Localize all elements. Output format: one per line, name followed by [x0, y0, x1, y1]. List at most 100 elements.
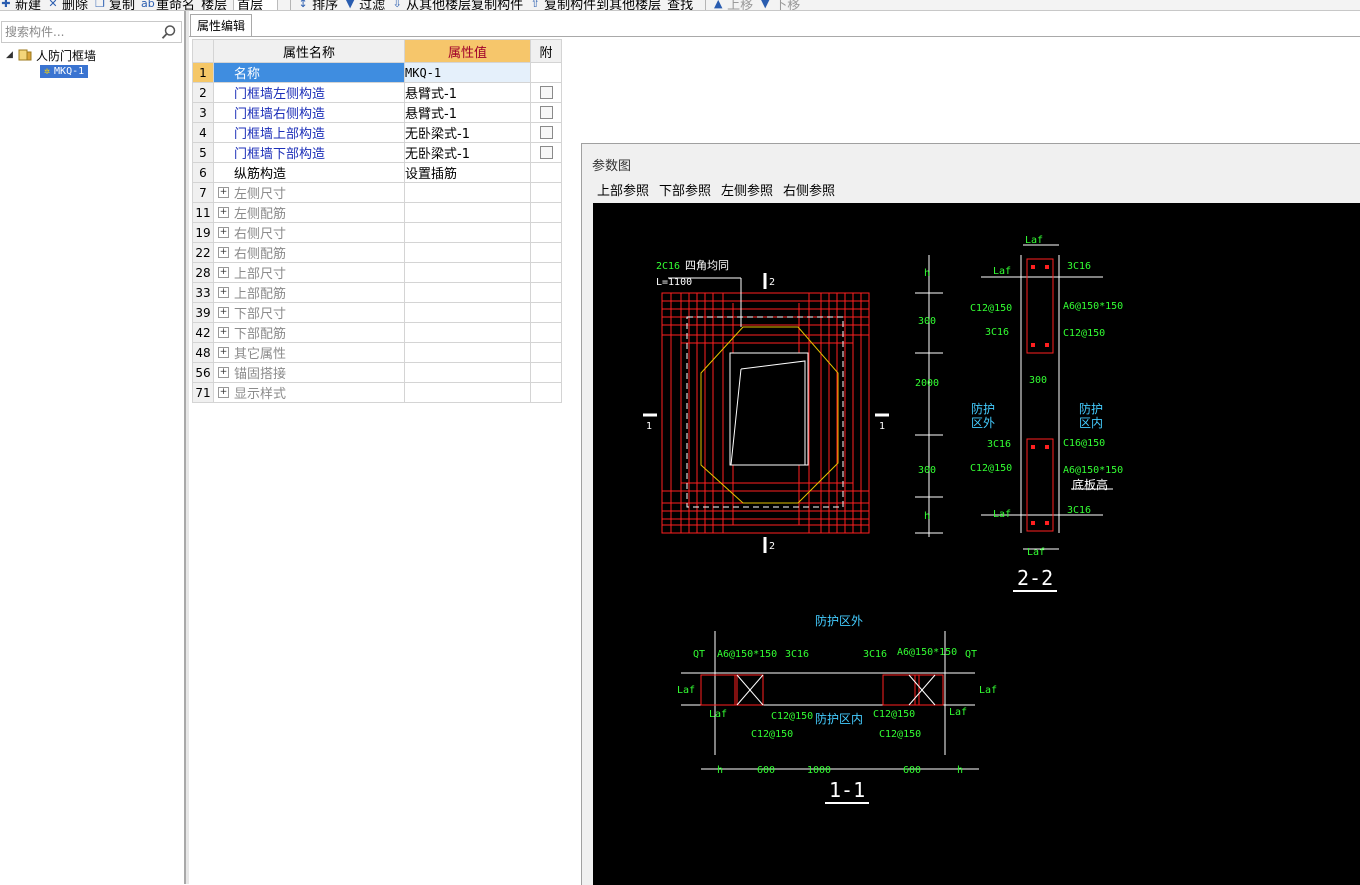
- table-row[interactable]: 56+锚固搭接: [192, 362, 562, 383]
- property-value-cell[interactable]: [404, 182, 531, 203]
- row-number[interactable]: 71: [192, 382, 214, 403]
- row-number[interactable]: 5: [192, 142, 214, 163]
- property-name-cell[interactable]: 门框墙上部构造: [213, 122, 405, 143]
- property-name-cell[interactable]: +下部配筋: [213, 322, 405, 343]
- table-row[interactable]: 33+上部配筋: [192, 282, 562, 303]
- row-number[interactable]: 7: [192, 182, 214, 203]
- property-value-cell[interactable]: 悬臂式-1: [404, 102, 531, 123]
- link-left-reference[interactable]: 左侧参照: [721, 184, 774, 199]
- copy-from-floor-button[interactable]: ⇩从其他楼层复制构件: [391, 0, 524, 10]
- property-value-cell[interactable]: [404, 342, 531, 363]
- table-row[interactable]: 11+左侧配筋: [192, 202, 562, 223]
- row-number[interactable]: 39: [192, 302, 214, 323]
- table-row[interactable]: 19+右侧尺寸: [192, 222, 562, 243]
- row-number[interactable]: 42: [192, 322, 214, 343]
- link-top-reference[interactable]: 上部参照: [597, 184, 650, 199]
- row-number[interactable]: 33: [192, 282, 214, 303]
- table-row[interactable]: 42+下部配筋: [192, 322, 562, 343]
- property-name-cell[interactable]: +其它属性: [213, 342, 405, 363]
- table-row[interactable]: 22+右侧配筋: [192, 242, 562, 263]
- property-name-cell[interactable]: +下部尺寸: [213, 302, 405, 323]
- copy-button[interactable]: ❐复制: [94, 0, 135, 10]
- row-number[interactable]: 1: [192, 62, 214, 83]
- property-value-cell[interactable]: 无卧梁式-1: [404, 122, 531, 143]
- property-name-cell[interactable]: +显示样式: [213, 382, 405, 403]
- property-name-cell[interactable]: +上部尺寸: [213, 262, 405, 283]
- property-name-cell[interactable]: 门框墙右侧构造: [213, 102, 405, 123]
- copy-to-floor-button[interactable]: ⇧复制构件到其他楼层: [529, 0, 662, 10]
- row-number[interactable]: 28: [192, 262, 214, 283]
- row-number[interactable]: 6: [192, 162, 214, 183]
- row-number[interactable]: 11: [192, 202, 214, 223]
- expand-icon[interactable]: +: [218, 227, 229, 238]
- row-number[interactable]: 4: [192, 122, 214, 143]
- row-number[interactable]: 22: [192, 242, 214, 263]
- property-value-cell[interactable]: 无卧梁式-1: [404, 142, 531, 163]
- property-name-cell[interactable]: +上部配筋: [213, 282, 405, 303]
- link-right-reference[interactable]: 右侧参照: [783, 184, 836, 199]
- table-row[interactable]: 71+显示样式: [192, 382, 562, 403]
- property-value-cell[interactable]: [404, 282, 531, 303]
- property-value-cell[interactable]: MKQ-1: [404, 62, 531, 83]
- expand-icon[interactable]: +: [218, 307, 229, 318]
- expand-icon[interactable]: +: [218, 367, 229, 378]
- property-name-cell[interactable]: +左侧配筋: [213, 202, 405, 223]
- expand-icon[interactable]: +: [218, 347, 229, 358]
- property-value-cell[interactable]: [404, 322, 531, 343]
- attach-checkbox[interactable]: [539, 146, 553, 159]
- property-name-cell[interactable]: 门框墙左侧构造: [213, 82, 405, 103]
- panel-splitter[interactable]: [186, 11, 189, 884]
- header-property-value[interactable]: 属性值: [404, 39, 531, 63]
- property-value-cell[interactable]: [404, 262, 531, 283]
- tree-root[interactable]: ◢ 人防门框墙: [6, 47, 96, 63]
- property-value-cell[interactable]: 悬臂式-1: [404, 82, 531, 103]
- tab-property-editor[interactable]: 属性编辑: [190, 14, 253, 37]
- expand-icon[interactable]: +: [218, 327, 229, 338]
- row-number[interactable]: 2: [192, 82, 214, 103]
- property-name-cell[interactable]: +右侧尺寸: [213, 222, 405, 243]
- expand-icon[interactable]: +: [218, 387, 229, 398]
- property-value-cell[interactable]: [404, 242, 531, 263]
- new-button[interactable]: ✚新建: [0, 0, 41, 10]
- row-number[interactable]: 3: [192, 102, 214, 123]
- row-number[interactable]: 56: [192, 362, 214, 383]
- expand-icon[interactable]: +: [218, 187, 229, 198]
- collapse-icon[interactable]: ◢: [6, 50, 13, 60]
- row-number[interactable]: 48: [192, 342, 214, 363]
- find-button[interactable]: 查找: [667, 0, 694, 11]
- move-down-button[interactable]: ▼下移: [759, 0, 800, 10]
- search-input[interactable]: [2, 22, 158, 42]
- attach-checkbox[interactable]: [539, 86, 553, 99]
- property-value-cell[interactable]: [404, 362, 531, 383]
- property-value-cell[interactable]: [404, 302, 531, 323]
- header-attach[interactable]: 附: [530, 39, 562, 63]
- header-property-name[interactable]: 属性名称: [213, 39, 405, 63]
- property-name-cell[interactable]: +左侧尺寸: [213, 182, 405, 203]
- property-name-cell[interactable]: +右侧配筋: [213, 242, 405, 263]
- search-icon[interactable]: [161, 24, 177, 40]
- filter-button[interactable]: ▼过滤: [344, 0, 385, 10]
- move-up-button[interactable]: ▲上移: [712, 0, 753, 10]
- expand-icon[interactable]: +: [218, 207, 229, 218]
- property-name-cell[interactable]: +锚固搭接: [213, 362, 405, 383]
- delete-button[interactable]: ✕删除: [47, 0, 88, 10]
- expand-icon[interactable]: +: [218, 267, 229, 278]
- property-name-cell[interactable]: 纵筋构造: [213, 162, 405, 183]
- sort-button[interactable]: ↕排序: [297, 0, 338, 10]
- attach-checkbox[interactable]: [539, 126, 553, 139]
- attach-checkbox[interactable]: [539, 106, 553, 119]
- floor-select[interactable]: 首层: [233, 0, 279, 10]
- property-name-cell[interactable]: 名称: [213, 62, 405, 83]
- expand-icon[interactable]: +: [218, 287, 229, 298]
- table-row[interactable]: 28+上部尺寸: [192, 262, 562, 283]
- link-bottom-reference[interactable]: 下部参照: [659, 184, 712, 199]
- table-row[interactable]: 7+左侧尺寸: [192, 182, 562, 203]
- property-value-cell[interactable]: [404, 382, 531, 403]
